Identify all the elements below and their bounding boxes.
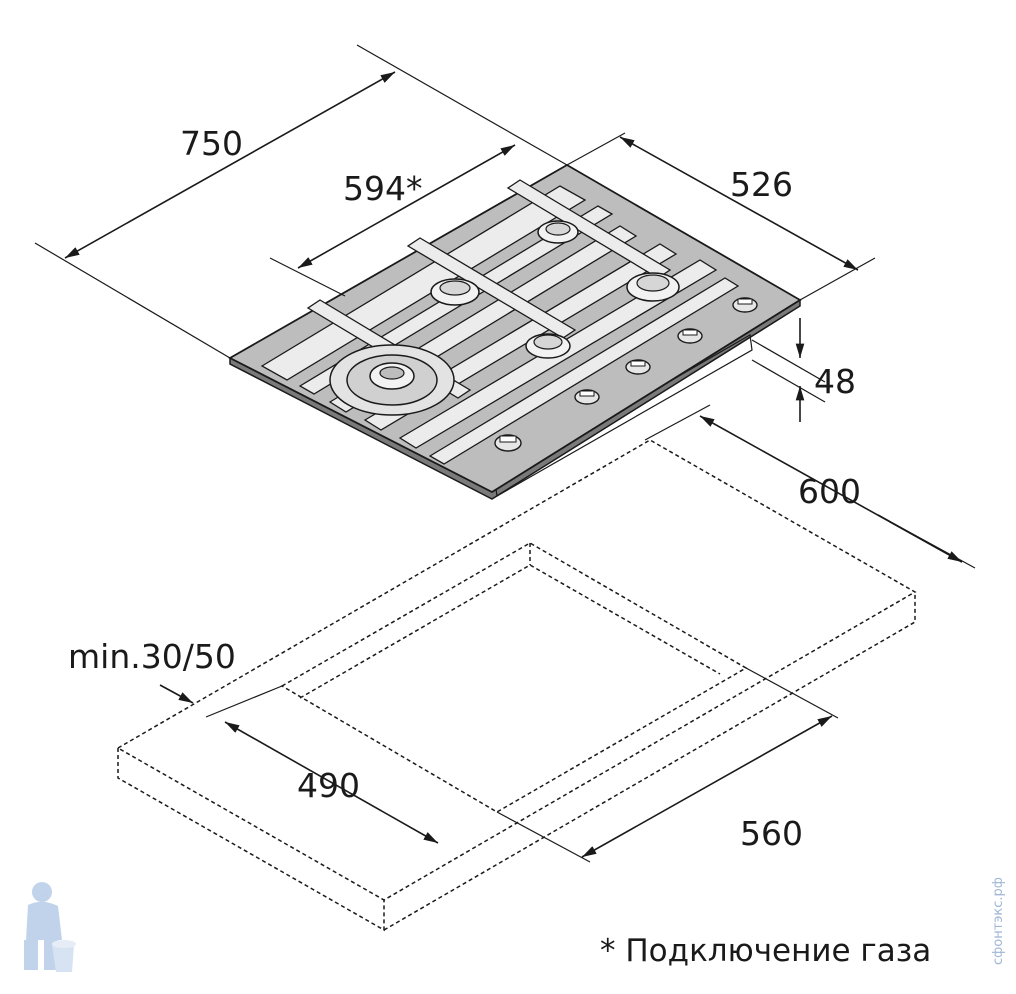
knob-3 (625, 359, 651, 375)
knob-1 (494, 434, 522, 452)
label-48: 48 (814, 362, 856, 401)
cutout-dimensions (159, 404, 976, 863)
dim-line-min (159, 684, 194, 704)
knob-4 (677, 328, 703, 344)
watermark-text: сфонтэкс.рф (991, 877, 1006, 965)
countertop-top (116, 439, 917, 901)
hob-dimensions (34, 44, 876, 422)
burner-front-center (525, 333, 571, 359)
dim-line-594 (297, 144, 516, 269)
footnote-gas-connection: * Подключение газа (600, 933, 931, 969)
countertop-side (383, 592, 916, 931)
label-594: 594* (343, 169, 423, 208)
label-560: 560 (740, 814, 803, 853)
dim-line-490 (224, 721, 439, 844)
countertop-front (117, 748, 385, 932)
label-min-clearance: min.30/50 (68, 637, 236, 676)
wok-burner (329, 344, 455, 416)
label-600: 600 (798, 472, 861, 511)
dim-line-560 (581, 715, 833, 858)
hob (228, 163, 802, 500)
burner-rear-left (430, 278, 480, 306)
countertop (116, 439, 917, 932)
knob-2 (574, 389, 600, 405)
dim-line-750 (64, 71, 396, 259)
label-750: 750 (180, 124, 243, 163)
label-490: 490 (297, 766, 360, 805)
burner-right (626, 272, 680, 302)
burner-rear-center (537, 220, 579, 244)
mascot-logo (24, 882, 76, 972)
knob-5 (732, 297, 758, 313)
label-526: 526 (730, 165, 793, 204)
control-knobs (494, 297, 758, 452)
cutout-inner (299, 564, 721, 699)
dim-line-526 (619, 136, 859, 271)
